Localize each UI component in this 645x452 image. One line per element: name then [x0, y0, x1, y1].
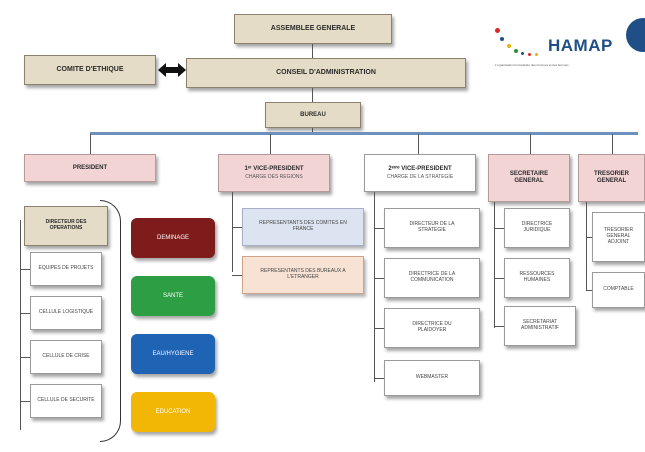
bureau-box: BUREAU — [265, 102, 361, 128]
sec-item: RESSOURCES HUMAINES — [504, 258, 570, 298]
vp1-subtitle: CHARGE DES REGIONS — [245, 173, 303, 180]
secretaire-box: SECRETAIRE GENERAL — [488, 154, 570, 202]
logo-dot — [495, 28, 500, 33]
connector — [374, 228, 384, 229]
brace — [100, 200, 121, 442]
vp2-item: DIRECTRICE DE LA COMMUNICATION — [384, 258, 480, 298]
connector — [374, 378, 384, 379]
connector — [494, 278, 504, 279]
vp2-item: DIRECTRICE DU PLAIDOYER — [384, 308, 480, 348]
connector — [20, 269, 30, 270]
president-item: CELLULE DE CRISE — [30, 340, 102, 374]
connector — [494, 202, 495, 328]
logo-dot — [514, 49, 518, 53]
directeur-operations-box: DIRECTEUR DES OPERATIONS — [24, 206, 108, 246]
connector — [312, 44, 313, 58]
comite-ethique-box: COMITE D'ETHIQUE — [24, 55, 156, 85]
sector-deminage: DEMINAGE — [131, 218, 215, 258]
connector — [374, 328, 384, 329]
vp1-box: 1ᵉʳ VICE-PRESIDENT CHARGE DES REGIONS — [218, 154, 330, 192]
connector — [20, 220, 21, 430]
logo-dot — [521, 52, 524, 55]
vp2-subtitle: CHARGE DE LA STRATEGIE — [386, 173, 454, 180]
president-item: CELLULE DE SECURITE — [30, 384, 102, 418]
connector — [90, 134, 91, 154]
connector — [232, 227, 242, 228]
connector — [20, 357, 30, 358]
connector — [374, 192, 375, 382]
sec-item: DIRECTRICE JURIDIQUE — [504, 208, 570, 248]
vp1-item: REPRESENTANTS DES BUREAUX A L'ETRANGER — [242, 256, 364, 294]
connector — [312, 128, 313, 134]
sec-item: SECRETARIAT ADMINISTRATIF — [504, 306, 576, 346]
logo-name: HAMAP — [548, 36, 613, 55]
tres-item: COMPTABLE — [592, 272, 645, 308]
conseil-administration-box: CONSEIL D'ADMINISTRATION — [186, 58, 466, 88]
connector — [232, 192, 233, 272]
hierarchy-line — [90, 132, 638, 135]
vp2-item: DIRECTEUR DE LA STRATEGIE — [384, 208, 480, 248]
connector — [586, 290, 592, 291]
sector-sante: SANTE — [131, 276, 215, 316]
president-item: EQUIPES DE PROJETS — [30, 252, 102, 286]
logo-dot — [500, 37, 504, 41]
president-items: EQUIPES DE PROJETS CELLULE LOGISTIQUE CE… — [30, 252, 102, 418]
connector — [270, 134, 271, 154]
connector — [586, 237, 592, 238]
vp2-title: 2ᵉᵐᵉ VICE-PRESIDENT — [388, 165, 452, 172]
connector — [374, 278, 384, 279]
assemblee-generale-box: ASSEMBLEE GENERALE — [234, 14, 392, 44]
vp2-box: 2ᵉᵐᵉ VICE-PRESIDENT CHARGE DE LA STRATEG… — [364, 154, 476, 192]
connector — [312, 88, 313, 102]
connector — [586, 202, 587, 290]
sector-education: EDUCATION — [131, 392, 215, 432]
tresorier-box: TRESORIER GENERAL — [578, 154, 645, 202]
double-arrow-icon — [158, 62, 186, 78]
connector — [612, 134, 613, 154]
connector — [20, 313, 30, 314]
connector — [20, 401, 30, 402]
connector — [530, 134, 531, 154]
logo-dot — [528, 53, 531, 56]
connector — [494, 228, 504, 229]
connector — [232, 275, 242, 276]
tres-item: TRESORIER GENERAL ADJOINT — [592, 212, 645, 262]
sector-eau-hygiene: EAU/HYGIENE — [131, 334, 215, 374]
president-item: CELLULE LOGISTIQUE — [30, 296, 102, 330]
vp1-title: 1ᵉʳ VICE-PRESIDENT — [244, 165, 304, 172]
logo-tagline: L'organisation humanitaire des hommes et… — [495, 63, 569, 67]
vp1-item: REPRESENTANTS DES COMITES EN FRANCE — [242, 208, 364, 246]
logo-dot — [507, 44, 511, 48]
president-box: PRESIDENT — [24, 154, 156, 182]
connector — [494, 326, 504, 327]
connector — [418, 134, 419, 154]
vp2-item: WEBMASTER — [384, 360, 480, 396]
logo-dot — [535, 53, 538, 56]
logo-globe — [626, 18, 645, 52]
